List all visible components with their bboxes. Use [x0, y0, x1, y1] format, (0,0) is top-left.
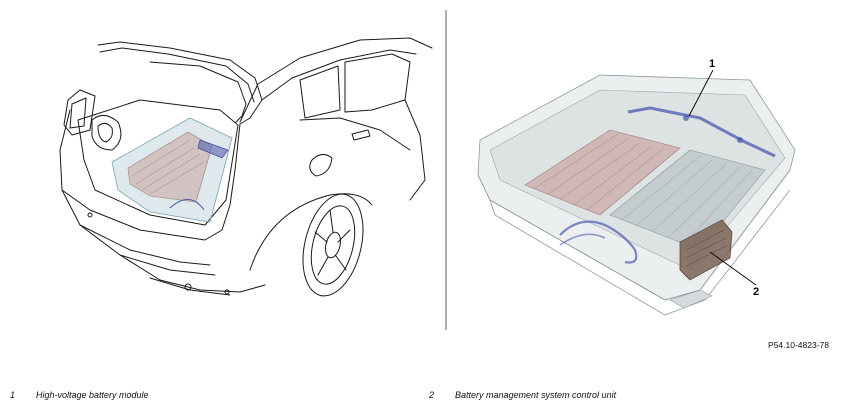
leader-line-1 — [688, 69, 714, 117]
legend-number: 1 — [10, 390, 16, 400]
legend-item-2: 2 Battery management system control unit — [429, 390, 616, 400]
callout-2: 2 — [753, 286, 760, 298]
legend-text: High-voltage battery module — [36, 390, 149, 400]
vehicle-battery-illustration — [111, 117, 233, 223]
figure-code: P54.10-4823-78 — [768, 340, 829, 350]
legend-item-1: 1 High-voltage battery module — [10, 390, 149, 400]
leader-line-2 — [709, 251, 757, 286]
legend-text: Battery management system control unit — [455, 390, 617, 400]
battery-housing-illustration — [477, 74, 796, 316]
legend-number: 2 — [429, 390, 435, 400]
callout-1: 1 — [709, 58, 716, 70]
vehicle-rear-illustration — [59, 37, 433, 297]
